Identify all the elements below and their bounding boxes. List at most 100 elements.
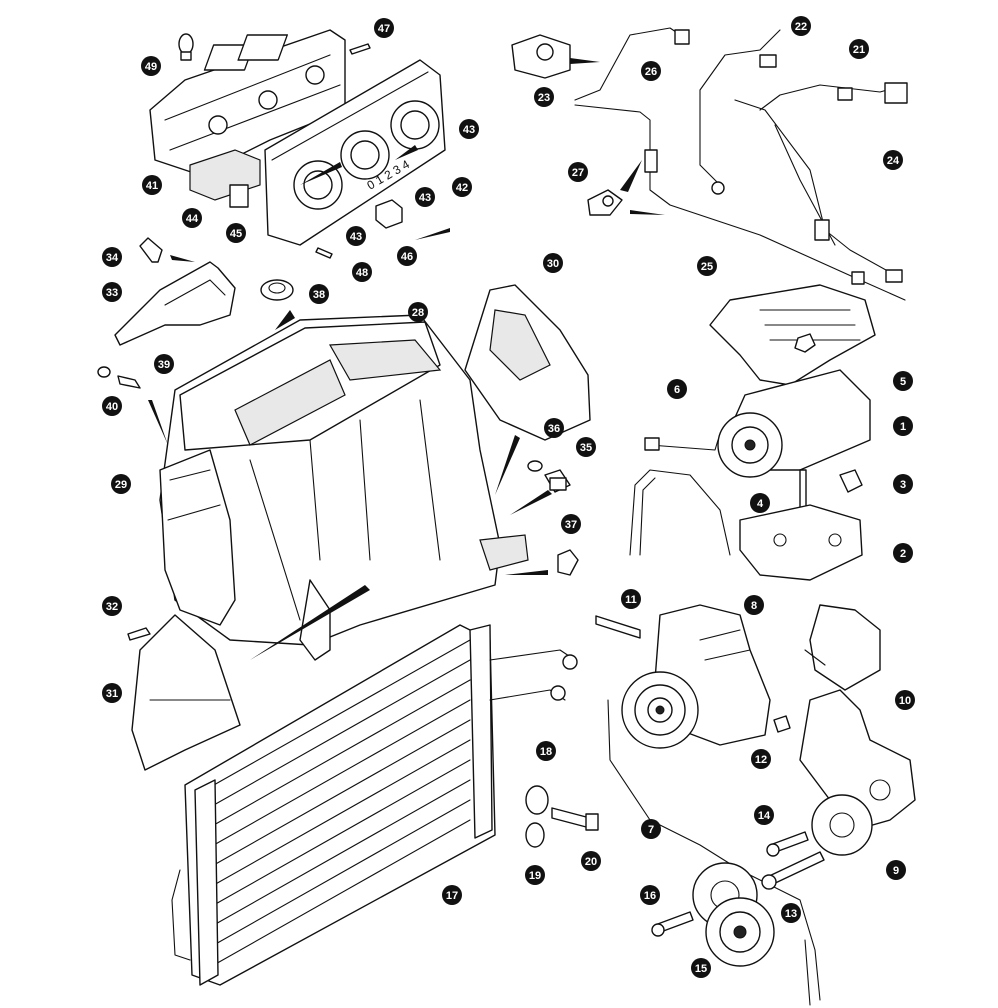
- callout-number: 13: [785, 908, 797, 920]
- callout-27: 27: [568, 162, 588, 182]
- callout-badge: [568, 162, 588, 182]
- clip-27: [587, 189, 623, 216]
- callout-number: 8: [751, 600, 757, 612]
- callout-45: 45: [226, 223, 246, 243]
- compressor-1: [644, 369, 871, 478]
- callout-19: 19: [525, 865, 545, 885]
- nut-37: [557, 549, 579, 576]
- callout-badge: [154, 354, 174, 374]
- callout-22: 22: [791, 16, 811, 36]
- callout-number: 18: [540, 746, 552, 758]
- heat-shield-6: [709, 284, 876, 386]
- callout-badge: [886, 860, 906, 880]
- callout-15: 15: [691, 958, 711, 978]
- callout-number: 11: [625, 594, 637, 606]
- callout-29: 29: [111, 474, 131, 494]
- callout-badge: [581, 851, 601, 871]
- callout-badge: [893, 474, 913, 494]
- callout-8: 8: [744, 595, 764, 615]
- clamp-23: [511, 34, 571, 79]
- compressor-8: [621, 604, 771, 749]
- plate-10: [804, 604, 881, 691]
- callout-number: 39: [158, 359, 170, 371]
- callout-number: 16: [644, 890, 656, 902]
- callout-36: 36: [544, 418, 564, 438]
- callout-badge: [141, 56, 161, 76]
- callout-number: 4: [757, 498, 764, 510]
- callout-number: 3: [900, 479, 906, 491]
- mounting-bracket-9: [799, 689, 916, 856]
- callout-badge: [452, 177, 472, 197]
- callout-7: 7: [641, 819, 661, 839]
- callout-14: 14: [754, 805, 774, 825]
- callout-49: 49: [141, 56, 161, 76]
- callout-number: 7: [648, 824, 654, 836]
- knob-46: [375, 199, 403, 229]
- callout-badge: [750, 493, 770, 513]
- drive-belt-7-lower: [607, 699, 821, 1006]
- callout-number: 40: [106, 401, 118, 413]
- pipe-21: [759, 82, 908, 111]
- callout-number: 5: [900, 376, 906, 388]
- callout-badge: [182, 208, 202, 228]
- callout-31: 31: [102, 683, 122, 703]
- callout-35: 35: [576, 437, 596, 457]
- bolt-3: [839, 469, 863, 493]
- callout-43-top: 43: [459, 119, 479, 139]
- callout-badge: [895, 690, 915, 710]
- callout-12: 12: [751, 749, 771, 769]
- callout-46: 46: [397, 246, 417, 266]
- callout-badge: [374, 18, 394, 38]
- bulb-49: [178, 33, 194, 61]
- callout-badge: [415, 187, 435, 207]
- callout-40: 40: [102, 396, 122, 416]
- callout-48: 48: [352, 262, 372, 282]
- callout-badge: [544, 418, 564, 438]
- callout-badge: [641, 61, 661, 81]
- callout-number: 43: [463, 124, 475, 136]
- callout-badge: [536, 741, 556, 761]
- callout-number: 35: [580, 442, 592, 454]
- callout-number: 32: [106, 601, 118, 613]
- pipe-25: [644, 139, 906, 301]
- callout-34: 34: [102, 247, 122, 267]
- washer-40: [97, 366, 111, 378]
- callout-5: 5: [893, 371, 913, 391]
- callout-number: 38: [313, 289, 325, 301]
- bracket-2: [739, 504, 863, 581]
- callout-number: 48: [356, 267, 368, 279]
- leader-lines: [148, 58, 665, 660]
- side-cover-31: [131, 614, 241, 771]
- callout-number: 44: [186, 213, 199, 225]
- callout-badge: [621, 589, 641, 609]
- callout-28: 28: [408, 302, 428, 322]
- callout-badge: [102, 247, 122, 267]
- callout-32: 32: [102, 596, 122, 616]
- callout-number: 33: [106, 287, 118, 299]
- callout-badge: [142, 175, 162, 195]
- callout-badge: [525, 865, 545, 885]
- callout-10: 10: [895, 690, 915, 710]
- callout-badge: [543, 253, 563, 273]
- heater-control-fascia: 0 1 2 3 4: [264, 59, 446, 246]
- grommet-38: [260, 279, 294, 301]
- callout-badge: [397, 246, 417, 266]
- callout-number: 31: [106, 688, 118, 700]
- callout-3: 3: [893, 474, 913, 494]
- callout-badge: [691, 958, 711, 978]
- callout-17: 17: [442, 885, 462, 905]
- callout-badge: [641, 819, 661, 839]
- callout-number: 14: [758, 810, 771, 822]
- callout-39: 39: [154, 354, 174, 374]
- callout-number: 21: [853, 44, 865, 56]
- drive-belt-7: [629, 469, 731, 556]
- dowel-12: [773, 715, 791, 733]
- callout-number: 41: [146, 180, 158, 192]
- callout-number: 37: [565, 519, 577, 531]
- callout-41: 41: [142, 175, 162, 195]
- callout-badge: [667, 379, 687, 399]
- callout-badge: [640, 885, 660, 905]
- screw-48: [315, 247, 333, 259]
- callout-number: 46: [401, 251, 413, 263]
